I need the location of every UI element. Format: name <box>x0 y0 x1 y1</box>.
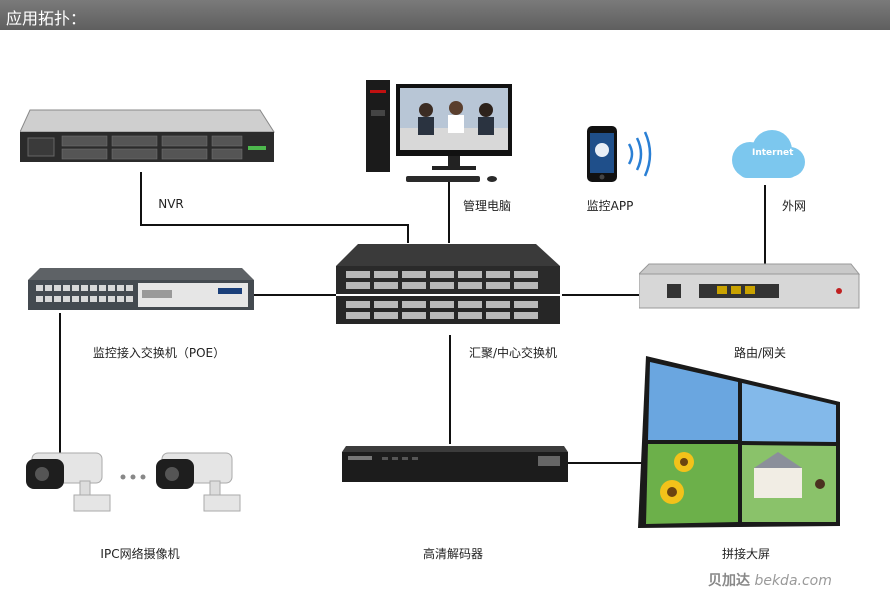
watermark-site: bekda.com <box>754 573 832 589</box>
camera-icon-left <box>26 452 111 512</box>
label-router: 路由/网关 <box>733 346 787 360</box>
phone-device <box>587 126 652 182</box>
label-video-wall: 拼接大屏 <box>721 547 771 561</box>
poe-switch-device <box>28 268 254 310</box>
header-title: 应用拓扑： <box>6 9 87 28</box>
router-device <box>639 263 861 309</box>
label-pc: 管理电脑 <box>462 199 512 213</box>
label-nvr: NVR <box>158 197 184 211</box>
core-switch-device <box>336 244 560 324</box>
nvr-device <box>20 109 275 162</box>
camera-icon-right <box>156 452 241 512</box>
label-poe-switch: 监控接入交换机（POE） <box>92 346 226 360</box>
decoder-device <box>342 446 568 482</box>
pc-device <box>366 80 512 182</box>
watermark-brand: 贝加达 <box>708 573 750 589</box>
watermark: 贝加达 bekda.com <box>708 570 832 590</box>
page-header: 应用拓扑： <box>0 0 890 30</box>
internet-cloud-text: Internet <box>752 148 794 158</box>
internet-cloud-icon <box>732 130 805 178</box>
label-ipc: IPC网络摄像机 <box>100 547 180 561</box>
ipc-cameras <box>26 452 241 512</box>
label-decoder: 高清解码器 <box>422 547 484 561</box>
label-app: 监控APP <box>586 199 634 213</box>
wire-nvr-core <box>140 172 409 243</box>
label-internet: 外网 <box>781 199 807 213</box>
label-core-switch: 汇聚/中心交换机 <box>468 346 558 360</box>
video-wall-device <box>638 356 840 528</box>
